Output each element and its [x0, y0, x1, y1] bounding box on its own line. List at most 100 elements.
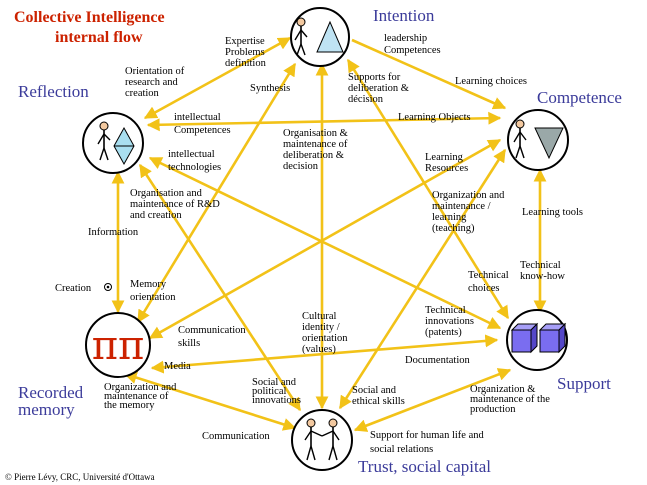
label-documentation: Documentation	[405, 355, 470, 366]
diagram-title-line1: Collective Intelligence	[14, 9, 165, 26]
label-line: Technical	[468, 270, 509, 281]
label-line: Orientation of	[125, 66, 185, 77]
diagram-title-line2: internal flow	[55, 29, 143, 46]
label-technical-choices: Technical choices	[468, 270, 509, 294]
label-line: Support for human life and	[370, 430, 484, 441]
label-learning-tools: Learning tools	[522, 207, 583, 218]
pi-pi-icon: ππ	[92, 323, 145, 369]
label-line: Organization &	[470, 384, 535, 395]
label-line: Learning choices	[455, 76, 527, 87]
arrow-support-trust	[353, 368, 512, 432]
node-trust	[291, 409, 353, 471]
credit-text: © Pierre Lévy, CRC, Université d'Ottawa	[5, 472, 155, 482]
label-line: political	[252, 386, 286, 397]
competence-title: Competence	[537, 88, 622, 107]
node-memory: ππ	[85, 312, 151, 378]
label-line: Supports for	[348, 72, 401, 83]
label-line: Problems	[225, 47, 265, 58]
label-line: Communication	[178, 325, 246, 336]
arrow-memory-support	[150, 334, 499, 374]
person-triangle-icon	[294, 17, 344, 56]
label-line: definition	[225, 58, 267, 69]
flow-arrows	[111, 36, 547, 432]
label-line: leadership	[384, 33, 427, 44]
node-support	[506, 309, 568, 371]
label-line: Competences	[384, 45, 441, 56]
arrow-reflection-support	[148, 156, 502, 330]
person-diamond-icon	[97, 121, 135, 166]
label-line: social relations	[370, 444, 433, 455]
label-line: innovations	[425, 316, 474, 327]
label-communication-skills: Communication skills	[178, 325, 246, 349]
label-line: Organization and	[104, 382, 177, 393]
label-line: know-how	[520, 271, 565, 282]
label-line: Learning tools	[522, 207, 583, 218]
label-line: Organisation and	[130, 188, 203, 199]
label-line: choices	[468, 283, 500, 294]
label-line: Technical	[520, 260, 561, 271]
reflection-title: Reflection	[18, 82, 89, 101]
label-line: maintenance of	[104, 391, 169, 402]
label-information: Information	[88, 227, 139, 238]
label-line: Technical	[425, 305, 466, 316]
label-synthesis: Synthesis	[250, 83, 290, 94]
arrow-memory-trust	[123, 371, 297, 431]
support-title: Support	[557, 374, 611, 393]
label-line: maintenance /	[432, 201, 491, 212]
label-line: Expertise	[225, 36, 265, 47]
label-line: Social and	[352, 385, 397, 396]
label-line: Organization and	[432, 190, 505, 201]
label-line: intellectual	[174, 112, 221, 123]
two-persons-icon	[304, 418, 340, 461]
label-line: identity /	[302, 322, 340, 333]
memory-title-line1: Recorded	[18, 383, 84, 402]
label-line: (values)	[302, 344, 336, 355]
label-line: Organisation &	[283, 128, 348, 139]
label-line: orientation	[302, 333, 348, 344]
label-line: deliberation &	[283, 150, 344, 161]
label-line: Learning	[425, 152, 464, 163]
memory-title-line2: memory	[18, 400, 75, 419]
label-line: creation	[125, 88, 160, 99]
label-line: research and	[125, 77, 179, 88]
label-line: Learning Objects	[398, 112, 471, 123]
label-line: maintenance of the	[470, 394, 550, 405]
label-creation: Creation	[55, 283, 92, 294]
label-line: the memory	[104, 400, 155, 411]
label-line: Documentation	[405, 355, 470, 366]
label-line: Memory	[130, 279, 167, 290]
label-media: Media	[164, 361, 191, 372]
label-line: ethical skills	[352, 396, 405, 407]
label-learning-objects: Learning Objects	[398, 112, 471, 123]
arrow-competence-reflection	[146, 111, 502, 132]
label-line: orientation	[130, 292, 176, 303]
label-line: Information	[88, 227, 139, 238]
label-line: (patents)	[425, 327, 462, 338]
label-support-human: Support for human life and social relatio…	[370, 430, 484, 455]
intention-title: Intention	[373, 6, 435, 25]
label-line: Synthesis	[250, 83, 290, 94]
label-line: Competences	[174, 125, 231, 136]
label-line: technologies	[168, 162, 221, 173]
node-reflection	[82, 112, 144, 174]
label-line: maintenance of	[283, 139, 348, 150]
label-line: innovations	[252, 395, 301, 406]
label-communication: Communication	[202, 431, 270, 442]
label-line: skills	[178, 338, 200, 349]
label-line: maintenance of R&D	[130, 199, 220, 210]
